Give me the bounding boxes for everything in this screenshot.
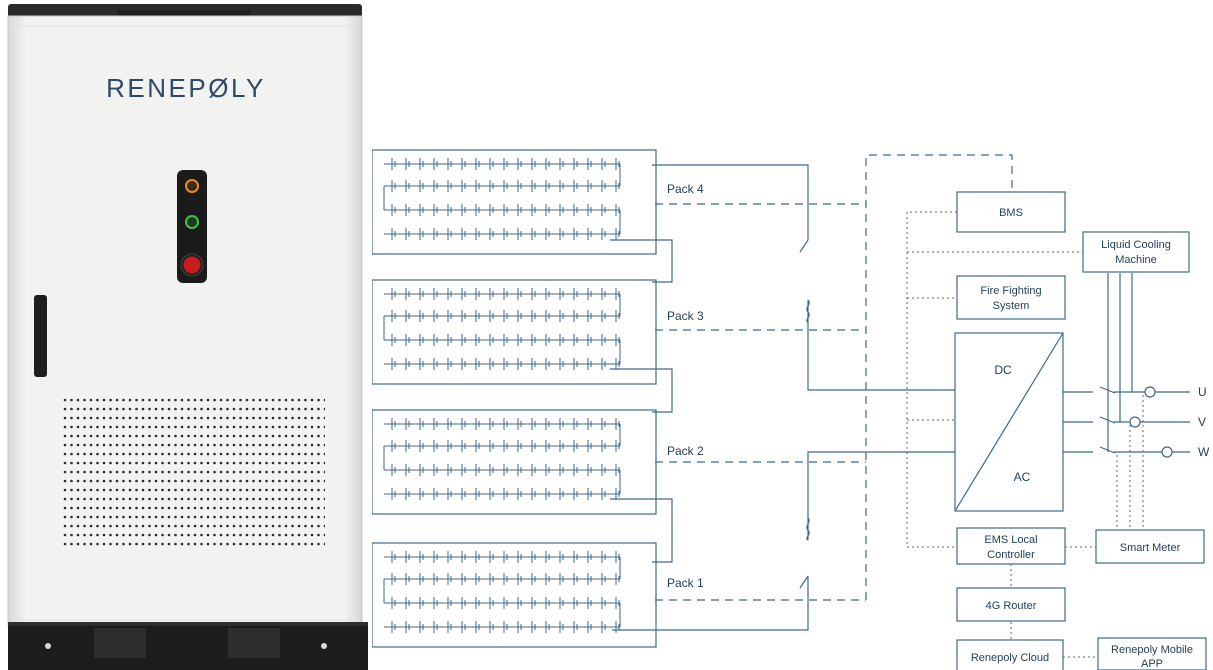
cabinet-base	[8, 622, 368, 670]
battery-cell-string	[383, 551, 621, 633]
pack-label-2: Pack 2	[667, 444, 704, 458]
battery-pack-frame	[372, 542, 657, 648]
emergency-stop-button	[183, 256, 201, 274]
control-bus	[906, 211, 1144, 658]
bms-block	[956, 191, 1066, 233]
fire-fighting-label-line2: System	[993, 300, 1030, 312]
battery-packs	[372, 149, 657, 648]
battery-cell-string	[383, 158, 621, 240]
pack-label-3: Pack 3	[667, 309, 704, 323]
door-handle	[34, 295, 47, 377]
power-indicator-icon	[185, 179, 199, 193]
mobile-app-label-line2: APP	[1141, 658, 1163, 670]
pcs-dc-label: DC	[994, 363, 1012, 377]
ems-label-line1: EMS Local	[984, 534, 1037, 546]
ventilation-grille	[63, 398, 325, 548]
bms-comm-bus	[655, 154, 1013, 601]
pack-label-1: Pack 1	[667, 576, 704, 590]
power-wiring	[610, 164, 1190, 631]
battery-cell-string	[383, 418, 621, 500]
fire-fighting-label-line1: Fire Fighting	[980, 285, 1041, 297]
bms-label: BMS	[999, 207, 1023, 219]
ems-label-line2: Controller	[987, 549, 1035, 561]
ems-controller-block	[956, 527, 1066, 565]
mobile-app-label-line1: Renepoly Mobile	[1111, 644, 1193, 656]
pcs-ac-label: AC	[1014, 470, 1031, 484]
fire-fighting-block	[956, 275, 1066, 320]
smart-meter-label: Smart Meter	[1120, 542, 1181, 554]
pack-label-4: Pack 4	[667, 182, 704, 196]
battery-cell-string	[383, 288, 621, 370]
battery-pack-frame	[372, 149, 657, 255]
liquid-cooling-label-line2: Machine	[1115, 254, 1157, 266]
phase-label-w: W	[1198, 445, 1210, 459]
status-indicator-icon	[185, 215, 199, 229]
liquid-cooling-block	[1082, 231, 1190, 273]
router-block	[956, 587, 1066, 622]
brand-logo: RENEPØLY	[106, 73, 266, 103]
current-sensors	[1129, 386, 1173, 458]
energy-storage-cabinet-image: RENEPØLY	[7, 4, 368, 670]
battery-pack-frame	[372, 279, 657, 385]
cloud-label: Renepoly Cloud	[971, 652, 1049, 664]
phase-label-v: V	[1198, 415, 1206, 429]
router-label: 4G Router	[986, 600, 1037, 612]
system-wiring-diagram: Pack 4 Pack 3 Pack 2 Pack 1	[372, 149, 1210, 670]
smart-meter-block	[1095, 529, 1205, 564]
fuses	[806, 299, 810, 541]
phase-label-u: U	[1198, 385, 1207, 399]
liquid-cooling-label-line1: Liquid Cooling	[1101, 239, 1171, 251]
cloud-block	[956, 639, 1064, 670]
mobile-app-block	[1097, 637, 1207, 670]
